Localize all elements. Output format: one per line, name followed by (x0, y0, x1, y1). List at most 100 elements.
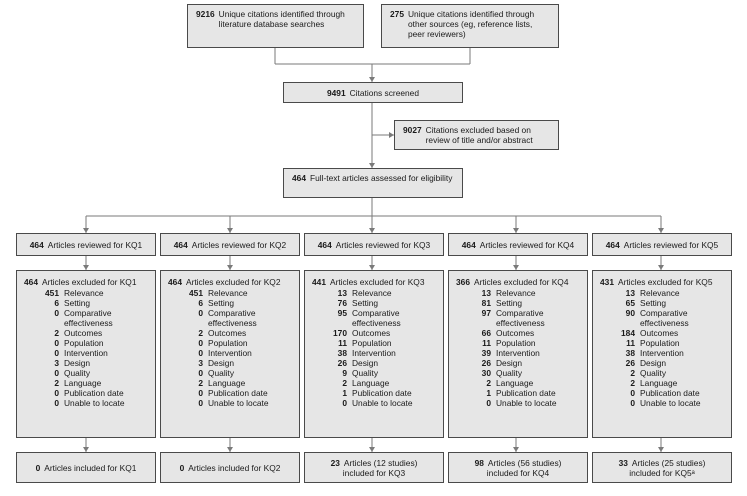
exclusion-reason-label: Intervention (352, 348, 396, 358)
citations-screened-box: 9491 Citations screened (283, 82, 463, 103)
exclusion-reason-count: 3 (54, 358, 59, 368)
fulltext-assessed-label: Full-text articles assessed for eligibil… (309, 173, 453, 183)
kq-excluded-label: Articles excluded for KQ2 (185, 277, 281, 287)
exclusion-reason-count: 0 (54, 348, 59, 358)
exclusion-reason-count: 0 (198, 338, 203, 348)
exclusion-reason-count: 13 (337, 288, 347, 298)
exclusion-reason-label: Population (64, 338, 104, 348)
exclusion-reason-label: Outcomes (496, 328, 535, 338)
exclusion-reason-label: Publication date (64, 388, 124, 398)
source-other-count: 275 (390, 9, 404, 19)
exclusion-reason-count: 0 (486, 398, 491, 408)
exclusion-reason-label: Relevance (496, 288, 536, 298)
kq-reviewed-count: 464 (317, 239, 332, 250)
exclusion-reason-count: 2 (198, 378, 203, 388)
exclusion-reason-count: 66 (481, 328, 491, 338)
exclusion-reason-count: 26 (337, 358, 347, 368)
exclusion-reason-count: 451 (189, 288, 203, 298)
exclusion-reason-label: Relevance (640, 288, 680, 298)
exclusion-reason-label: Population (496, 338, 536, 348)
exclusion-reason-count: 11 (338, 338, 347, 348)
fulltext-assessed-box: 464 Full-text articles assessed for elig… (283, 168, 463, 198)
kq-reviewed-label: Articles reviewed for KQ1 (47, 239, 143, 250)
exclusion-reason-label: Intervention (64, 348, 108, 358)
exclusion-reason-label: Setting (64, 298, 91, 308)
kq-excluded-label: Articles excluded for KQ5 (617, 277, 713, 287)
exclusion-reason-label: Language (640, 378, 678, 388)
exclusion-reason-label: Unable to locate (640, 398, 701, 408)
kq-included-label: Articles (12 studies) (343, 457, 418, 468)
exclusion-reason-count: 2 (486, 378, 491, 388)
exclusion-reason-label: Publication date (496, 388, 556, 398)
citations-screened-label: Citations screened (349, 87, 419, 98)
exclusion-reason-count: 13 (625, 288, 635, 298)
kq-reviewed-count: 464 (173, 239, 188, 250)
kq-reviewed-label: Articles reviewed for KQ3 (335, 239, 431, 250)
exclusion-reason-label: Design (352, 358, 379, 368)
exclusion-reason-label: Intervention (496, 348, 540, 358)
exclusion-reason-label: Relevance (64, 288, 104, 298)
exclusion-reason-label: Language (496, 378, 534, 388)
exclusion-reason-count: 11 (626, 338, 635, 348)
source-database-box: 9216 Unique citations identified through… (187, 4, 364, 48)
kq-included-label: Articles (56 studies) (487, 457, 562, 468)
exclusion-reason-count: 0 (342, 398, 347, 408)
exclusion-reason-row: 26 Design (312, 358, 437, 368)
exclusion-reason-label: Quality (64, 368, 91, 378)
exclusion-reason-count: 184 (621, 328, 635, 338)
exclusion-reason-count: 2 (342, 378, 347, 388)
exclusion-reason-label: Setting (640, 298, 667, 308)
exclusion-reason-count: 2 (54, 378, 59, 388)
exclusion-reason-label: Setting (352, 298, 379, 308)
kq-reviewed-count: 464 (461, 239, 476, 250)
kq-included-label: Articles included for KQ2 (188, 462, 281, 473)
exclusion-reason-label: Comparative effectiveness (208, 308, 257, 328)
exclusion-reason-label: Setting (208, 298, 235, 308)
source-other-box: 275 Unique citations identified through … (381, 4, 559, 48)
exclusion-reason-count: 30 (481, 368, 491, 378)
kq-included-count: 0 (179, 462, 185, 473)
source-other-label: Unique citations identified through othe… (407, 9, 535, 39)
exclusion-reason-label: Quality (208, 368, 235, 378)
exclusion-reason-count: 0 (198, 348, 203, 358)
kq-excluded-count: 464 (24, 277, 38, 287)
exclusion-reason-count: 95 (337, 308, 347, 318)
exclusion-reason-count: 0 (198, 308, 203, 318)
exclusion-reason-count: 13 (481, 288, 491, 298)
excluded-title-abstract-count: 9027 (403, 125, 422, 135)
kq-included-label-line2: included for KQ4 (486, 467, 550, 478)
exclusion-reason-row: 0 Intervention (24, 348, 149, 358)
exclusion-reason-count: 38 (625, 348, 635, 358)
exclusion-reason-label: Comparative effectiveness (496, 308, 545, 328)
exclusion-reason-count: 81 (481, 298, 491, 308)
kq-excluded-count: 366 (456, 277, 470, 287)
exclusion-reason-count: 76 (337, 298, 347, 308)
